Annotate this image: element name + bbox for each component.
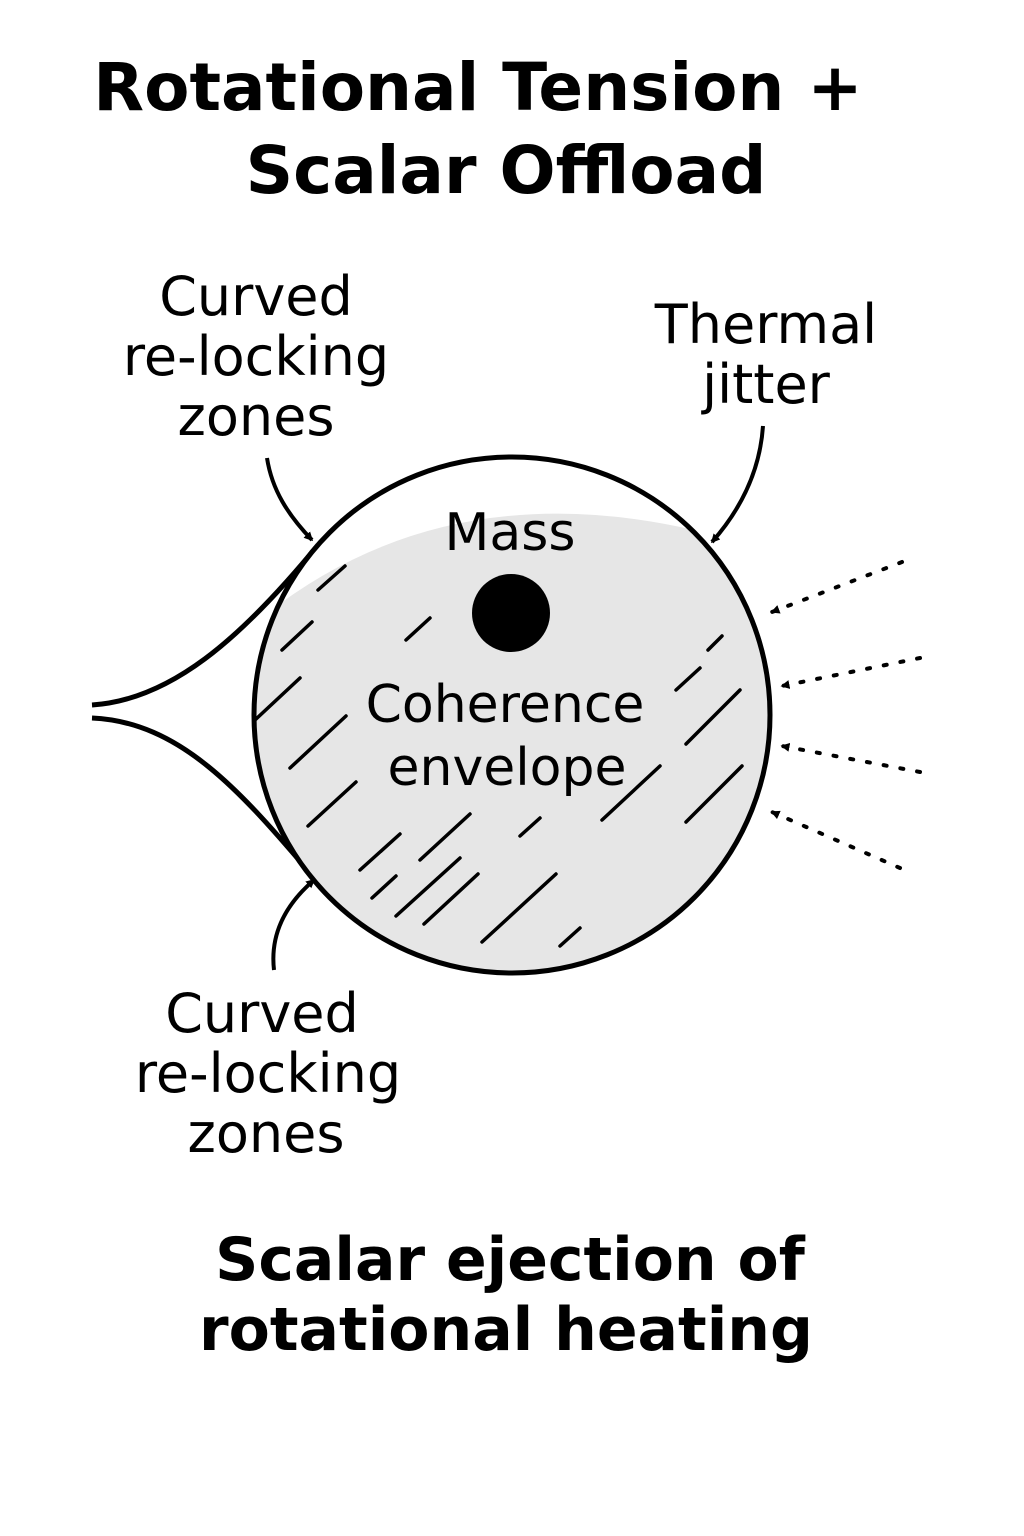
label-bottom-left-line-1: Curved: [165, 982, 359, 1045]
dotted-arrow-1: [770, 560, 904, 614]
caption-line-1: Scalar ejection of: [215, 1225, 806, 1295]
dotted-arrow-4: [770, 810, 902, 870]
arrow-top-left: [265, 457, 314, 542]
label-bottom-left-line-2: re-locking: [135, 1042, 401, 1105]
label-top-right-line-1: Thermal: [654, 293, 877, 356]
mass-core: [472, 574, 550, 652]
sphere: Mass Coherence envelope: [251, 454, 773, 976]
mass-label: Mass: [445, 503, 576, 563]
funnel-upper-curve: [91, 543, 320, 708]
envelope-label-line-2: envelope: [388, 738, 627, 798]
label-bottom-left: Curved re-locking zones: [135, 982, 401, 1165]
label-bottom-left-line-3: zones: [188, 1102, 345, 1165]
label-top-right-line-2: jitter: [701, 353, 831, 416]
envelope-hatching: [254, 564, 744, 948]
caption-line-2: rotational heating: [199, 1295, 813, 1365]
sphere-outline: [251, 454, 773, 976]
dotted-incoming-arrows: [770, 560, 922, 870]
dotted-arrow-2: [780, 656, 922, 689]
label-top-left-line-2: re-locking: [123, 325, 389, 388]
label-top-left-line-3: zones: [178, 385, 335, 448]
label-top-right: Thermal jitter: [654, 293, 877, 416]
dotted-arrow-3: [780, 742, 922, 774]
arrow-top-right: [710, 425, 765, 544]
envelope-label-line-1: Coherence: [366, 675, 645, 735]
label-top-left: Curved re-locking zones: [123, 265, 389, 448]
arrow-bottom-left: [271, 878, 316, 971]
label-top-left-line-1: Curved: [159, 265, 353, 328]
coherence-envelope-region: [254, 513, 770, 973]
title-line-1: Rotational Tension +: [93, 49, 862, 126]
title-line-2: Scalar Offload: [246, 132, 767, 209]
